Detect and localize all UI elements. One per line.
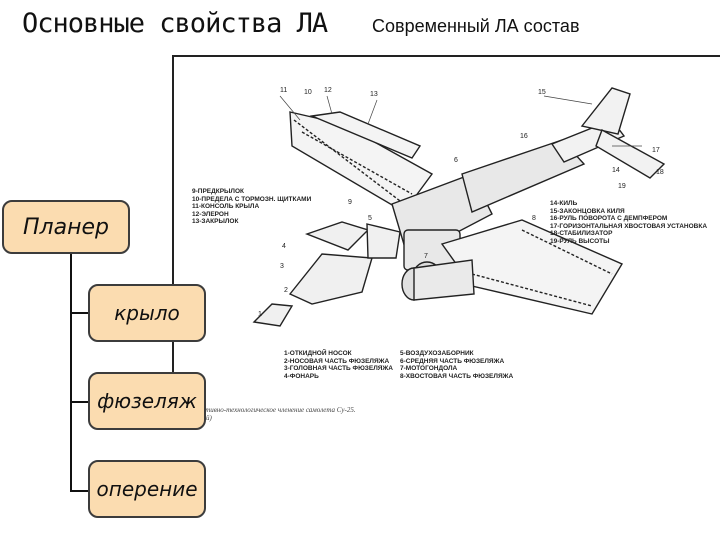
callout-number: 18: [656, 169, 664, 176]
callout-number: 6: [454, 157, 458, 164]
callout-number: 12: [324, 87, 332, 94]
legend-line: 10-ПРЕДЕЛА С ТОРМОЗН. ЩИТКАМИ: [192, 195, 312, 203]
left-wing-panel: [289, 111, 434, 213]
right-wing-panel: [440, 219, 624, 315]
callout-number: 14: [612, 167, 620, 174]
tree-root-planer: Планер: [2, 200, 130, 254]
caption-line: Конструктивно-технологическое членение с…: [176, 406, 356, 414]
legend-line: 7-МОТОГОНДОЛА: [400, 365, 458, 373]
legend-wing-parts: 9-ПРЕДКРЫЛОК 10-ПРЕДЕЛА С ТОРМОЗН. ЩИТКА…: [192, 188, 311, 226]
callout-number: 7: [424, 253, 428, 260]
legend-line: 8-ХВОСТОВАЯ ЧАСТЬ ФЮЗЕЛЯЖА: [400, 372, 514, 380]
tree-node-wing: крыло: [88, 284, 206, 342]
slide-title: Основные свойства ЛА: [22, 8, 328, 39]
legend-line: 3-ГОЛОВНАЯ ЧАСТЬ ФЮЗЕЛЯЖА: [284, 365, 393, 373]
tree-trunk: [70, 252, 72, 492]
tree-node-empennage: оперение: [88, 460, 206, 518]
legend-line: 2-НОСОВАЯ ЧАСТЬ ФЮЗЕЛЯЖА: [284, 357, 390, 365]
callout-number: 16: [520, 133, 528, 140]
callout-number: 15: [538, 89, 546, 96]
tree-branch: [70, 401, 90, 403]
legend-line: 4-ФОНАРЬ: [284, 372, 319, 380]
tail-section: [550, 87, 666, 179]
legend-line: 19-РУЛЬ ВЫСОТЫ: [550, 237, 610, 245]
tree-node-fuselage: фюзеляж: [88, 372, 206, 430]
callout-number: 9: [348, 199, 352, 206]
tree-branch: [70, 490, 90, 492]
legend-line: 16-РУЛЬ ПОВОРОТА С ДЕМПФЕРОМ: [550, 215, 668, 223]
callout-number: 8: [532, 215, 536, 222]
tree-branch: [70, 312, 90, 314]
legend-tail-parts: 14-КИЛЬ 15-ЗАКОНЦОВКА КИЛЯ 16-РУЛЬ ПОВОР…: [550, 200, 707, 246]
legend-line: 12-ЭЛЕРОН: [192, 210, 229, 218]
callout-number: 19: [618, 183, 626, 190]
legend-fuselage-parts: 5-ВОЗДУХОЗАБОРНИК 6-СРЕДНЯЯ ЧАСТЬ ФЮЗЕЛЯ…: [400, 350, 513, 380]
callout-number: 5: [368, 215, 372, 222]
engine-nacelle: [401, 259, 475, 301]
callout-number: 11: [280, 87, 287, 94]
legend-line: 9-ПРЕДКРЫЛОК: [192, 188, 245, 195]
legend-line: 1-ОТКИДНОЙ НОСОК: [284, 350, 352, 357]
legend-nose-parts: 1-ОТКИДНОЙ НОСОК 2-НОСОВАЯ ЧАСТЬ ФЮЗЕЛЯЖ…: [284, 350, 393, 380]
callout-number: 2: [284, 287, 288, 294]
callout-number: 10: [304, 89, 312, 96]
fuselage-nose-sections: [252, 221, 401, 327]
legend-line: 6-СРЕДНЯЯ ЧАСТЬ ФЮЗЕЛЯЖА: [400, 357, 505, 365]
callout-leaders: [279, 95, 642, 147]
callout-number: 1: [258, 311, 262, 318]
legend-line: 18-СТАБИЛИЗАТОР: [550, 230, 613, 238]
slide-subtitle: Современный ЛА состав: [372, 16, 580, 36]
callout-number: 17: [652, 147, 660, 154]
legend-line: 11-КОНСОЛЬ КРЫЛА: [192, 203, 260, 211]
legend-line: 5-ВОЗДУХОЗАБОРНИК: [400, 350, 474, 357]
legend-line: 14-КИЛЬ: [550, 200, 578, 207]
legend-line: 17-ГОРИЗОНТАЛЬНАЯ ХВОСТОВАЯ УСТАНОВКА: [550, 222, 708, 230]
callout-number: 3: [280, 263, 284, 270]
legend-line: 15-ЗАКОНЦОВКА КИЛЯ: [550, 207, 625, 215]
callout-number: 13: [370, 91, 378, 98]
callout-number: 4: [282, 243, 286, 250]
legend-line: 13-ЗАКРЫЛОК: [192, 218, 239, 226]
